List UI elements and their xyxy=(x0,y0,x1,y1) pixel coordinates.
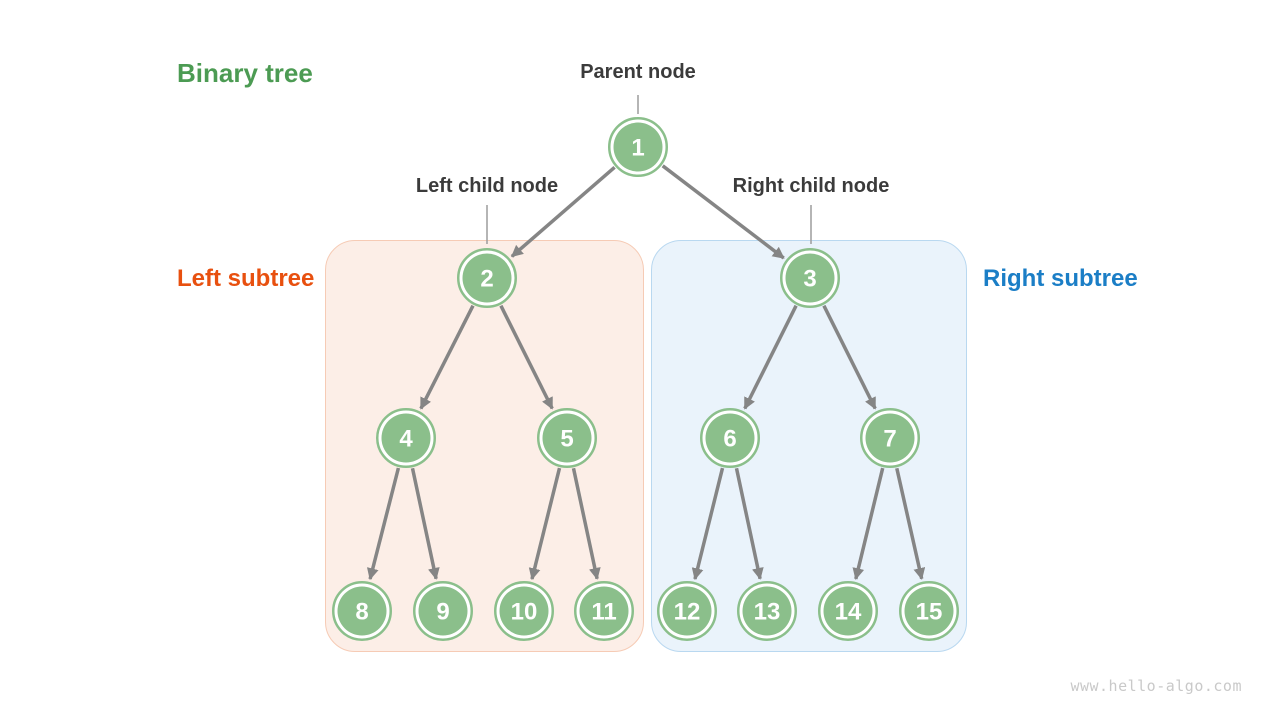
node-circle xyxy=(542,413,592,463)
node-circle xyxy=(499,586,549,636)
node-value: 9 xyxy=(436,599,449,626)
node-circle xyxy=(904,586,954,636)
node-value: 8 xyxy=(355,599,368,626)
node-value: 14 xyxy=(835,599,862,626)
node-value: 13 xyxy=(754,599,781,626)
tree-node-7: 7 xyxy=(860,408,920,468)
node-circle xyxy=(337,586,387,636)
label-connectors-layer xyxy=(486,95,812,244)
tree-edge-5-11 xyxy=(571,467,601,580)
node-circle xyxy=(742,586,792,636)
node-circle xyxy=(705,413,755,463)
tree-edge-1-3 xyxy=(661,164,785,260)
left-child-node-label: Left child node xyxy=(415,175,559,197)
node-circle xyxy=(462,253,512,303)
tree-node-10: 10 xyxy=(494,581,554,641)
node-value: 10 xyxy=(511,599,538,626)
tree-node-8: 8 xyxy=(332,581,392,641)
watermark: www.hello-algo.com xyxy=(1070,677,1242,695)
node-value: 15 xyxy=(916,599,943,626)
edges-layer xyxy=(366,164,926,581)
tree-node-5: 5 xyxy=(537,408,597,468)
tree-node-13: 13 xyxy=(737,581,797,641)
tree-edge-6-13 xyxy=(734,467,764,580)
node-value: 11 xyxy=(591,599,616,626)
parent-node-label: Parent node xyxy=(580,61,696,83)
tree-edge-2-4 xyxy=(419,304,475,410)
node-value: 6 xyxy=(723,426,736,453)
tree-edge-2-5 xyxy=(499,304,554,410)
tree-edge-7-14 xyxy=(852,467,885,581)
tree-node-14: 14 xyxy=(818,581,878,641)
node-circle xyxy=(418,586,468,636)
tree-edge-6-12 xyxy=(691,467,725,581)
tree-edge-3-7 xyxy=(822,304,877,410)
node-circle xyxy=(579,586,629,636)
node-value: 2 xyxy=(480,266,493,293)
node-circle xyxy=(785,253,835,303)
node-value: 7 xyxy=(883,426,896,453)
tree-node-6: 6 xyxy=(700,408,760,468)
tree-node-3: 3 xyxy=(780,248,840,308)
tree-edge-4-9 xyxy=(410,467,440,580)
node-circle xyxy=(662,586,712,636)
tree-node-12: 12 xyxy=(657,581,717,641)
node-circle xyxy=(381,413,431,463)
tree-node-15: 15 xyxy=(899,581,959,641)
node-value: 5 xyxy=(560,426,573,453)
diagram-title: Binary tree xyxy=(177,58,313,88)
tree-edge-1-2 xyxy=(510,165,616,258)
tree-edge-7-15 xyxy=(895,467,926,580)
tree-node-4: 4 xyxy=(376,408,436,468)
node-value: 3 xyxy=(803,266,816,293)
tree-edge-4-8 xyxy=(366,467,401,581)
tree-edge-5-10 xyxy=(528,467,562,581)
node-value: 4 xyxy=(399,426,413,453)
node-value: 1 xyxy=(631,135,644,162)
node-circle xyxy=(865,413,915,463)
tree-node-1: 1 xyxy=(608,117,668,177)
right-child-node-label: Right child node xyxy=(732,175,890,197)
node-circle xyxy=(823,586,873,636)
left-subtree-label: Left subtree xyxy=(177,265,315,292)
node-value: 12 xyxy=(674,599,701,626)
right-subtree-label: Right subtree xyxy=(983,265,1138,292)
tree-node-2: 2 xyxy=(457,248,517,308)
tree-node-9: 9 xyxy=(413,581,473,641)
tree-node-11: 11 xyxy=(574,581,634,641)
tree-edge-3-6 xyxy=(743,304,798,410)
node-circle xyxy=(613,122,663,172)
